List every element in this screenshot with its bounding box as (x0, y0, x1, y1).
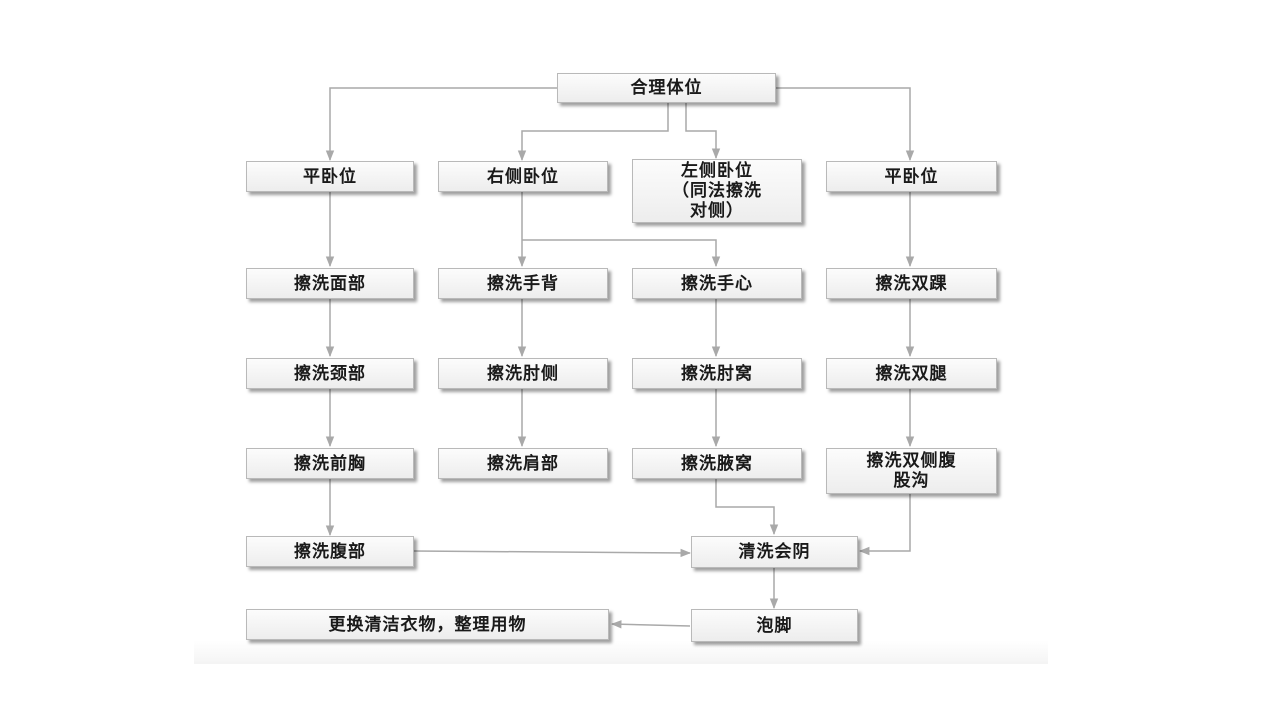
node-label: 擦洗前胸 (294, 453, 366, 474)
node-wash-shoulder: 擦洗肩部 (438, 448, 608, 479)
node-label: 平卧位 (303, 166, 357, 187)
node-label: 擦洗双腿 (875, 363, 948, 384)
node-label: 擦洗肩部 (487, 453, 559, 474)
edge-root-to-supine-right (776, 87, 915, 162)
node-wash-legs: 擦洗双腿 (826, 358, 997, 389)
node-reasonable-position: 合理体位 (557, 73, 776, 103)
node-perineal-care: 清洗会阴 (691, 536, 858, 568)
node-wash-abdomen: 擦洗腹部 (246, 536, 414, 567)
node-label: 擦洗颈部 (294, 363, 366, 384)
node-wash-elbow-fossa: 擦洗肘窝 (632, 358, 802, 389)
edge-abdomen-to-perineal (413, 548, 692, 558)
node-right-lateral-position: 右侧卧位 (438, 161, 608, 192)
edge-foot-soak-to-final (610, 620, 691, 629)
node-label: 更换清洁衣物，整理用物 (328, 614, 527, 635)
edge-root-to-supine-left (325, 87, 557, 162)
node-supine-position-right: 平卧位 (826, 161, 997, 192)
node-left-lateral-position: 左侧卧位 （同法擦洗 对侧） (632, 159, 802, 223)
node-wash-chest: 擦洗前胸 (246, 448, 414, 479)
node-label: 擦洗手背 (487, 273, 559, 294)
node-label: 泡脚 (756, 615, 793, 636)
node-wash-groin: 擦洗双侧腹 股沟 (826, 448, 997, 494)
node-label: 合理体位 (630, 78, 703, 98)
node-wash-armpit: 擦洗腋窝 (632, 448, 802, 479)
node-label-line1: 擦洗双侧腹 (866, 451, 957, 471)
node-wash-ankles: 擦洗双踝 (826, 268, 997, 299)
node-wash-palm: 擦洗手心 (632, 268, 802, 299)
node-label: 擦洗腹部 (294, 541, 366, 562)
node-wash-back-of-hand: 擦洗手背 (438, 268, 608, 299)
node-label: 擦洗腋窝 (681, 453, 753, 474)
edge-groin-to-perineal (858, 494, 911, 556)
node-label: 平卧位 (884, 166, 939, 187)
edge-root-to-left-lateral (685, 103, 721, 160)
node-label-line2: （同法擦洗 (672, 181, 762, 201)
node-label-line3: 对侧） (690, 201, 744, 221)
node-change-clothes-tidy-up: 更换清洁衣物，整理用物 (246, 609, 609, 640)
edge-root-to-right-lateral (517, 103, 669, 162)
node-label: 擦洗手心 (681, 273, 753, 294)
node-label: 擦洗双踝 (875, 273, 948, 294)
node-label: 擦洗肘窝 (681, 363, 753, 384)
node-label: 擦洗面部 (294, 273, 366, 294)
node-label-line2: 股沟 (893, 471, 930, 491)
node-label: 右侧卧位 (487, 166, 559, 187)
node-label-line1: 左侧卧位 (681, 161, 753, 181)
node-foot-soak: 泡脚 (691, 609, 858, 642)
edge-armpit-to-perineal (715, 479, 779, 536)
node-wash-face: 擦洗面部 (246, 268, 414, 299)
node-label: 擦洗肘侧 (487, 363, 559, 384)
edge-right-lateral-to-palm (522, 239, 721, 268)
node-label: 清洗会阴 (738, 542, 811, 562)
node-wash-neck: 擦洗颈部 (246, 358, 414, 389)
node-wash-elbow-side: 擦洗肘侧 (438, 358, 608, 389)
node-supine-position-left: 平卧位 (246, 161, 414, 192)
